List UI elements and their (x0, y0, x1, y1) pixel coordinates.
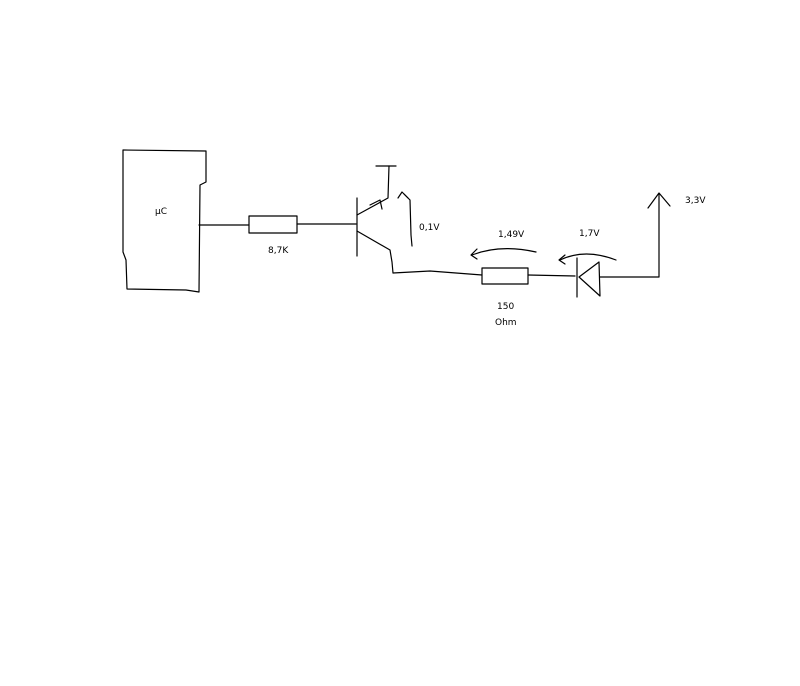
wire-led-to-supply (599, 193, 660, 278)
transistor-collector (356, 165, 390, 216)
transistor-emitter (356, 230, 394, 274)
supply-voltage-label: 3,3V (685, 196, 706, 206)
emitter-arrow (369, 199, 383, 210)
vce-voltage-label: 0,1V (419, 223, 440, 233)
series-resistor (481, 267, 529, 285)
led-voltage-label: 1,7V (579, 229, 600, 239)
led-diode (576, 257, 601, 298)
series-resistor-label-line2: Ohm (495, 318, 517, 328)
resistor-arrow-head (470, 248, 478, 260)
led-voltage-arrow (559, 253, 617, 261)
led-triangle (578, 261, 601, 297)
wire-resistor-to-led (527, 274, 576, 277)
resistor-voltage-label: 1,49V (498, 230, 525, 240)
led-arrow-head (558, 254, 566, 265)
npn-transistor (356, 165, 397, 274)
vce-voltage-arrow (403, 193, 413, 247)
base-resistor (248, 215, 298, 234)
microcontroller-box (122, 149, 207, 293)
base-resistor-label: 8,7K (268, 246, 289, 256)
supply-arrow-head (647, 192, 671, 209)
microcontroller-label: µC (155, 207, 167, 217)
series-resistor-label-line1: 150 (497, 302, 514, 312)
vce-arrow-head (397, 191, 409, 199)
resistor-voltage-arrow (471, 248, 537, 256)
wire-emitter-to-resistor (392, 270, 483, 276)
